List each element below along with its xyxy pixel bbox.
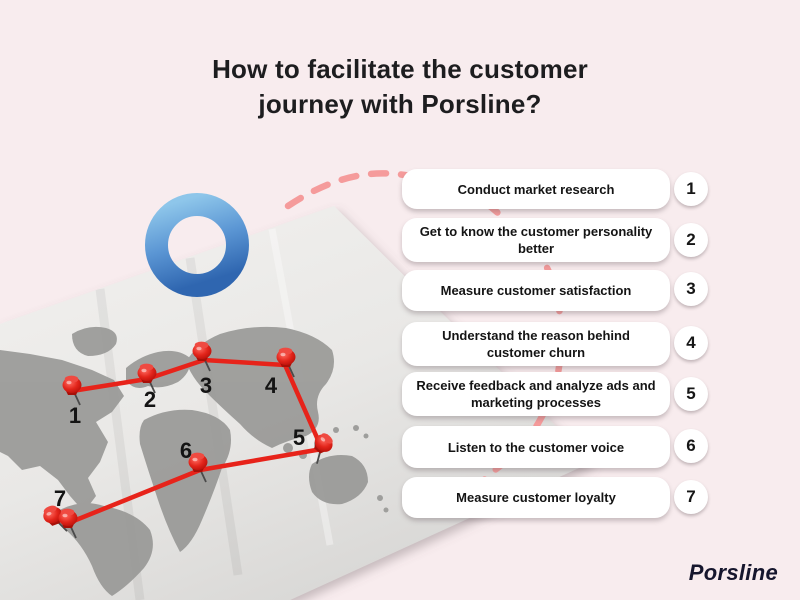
step-label-2: Get to know the customer personality bet… [419, 224, 653, 256]
step-card-4: Understand the reason behind customer ch… [402, 322, 670, 366]
step-number-badge-2: 2 [674, 223, 708, 257]
page-title: How to facilitate the customer journey w… [0, 52, 800, 122]
step-card-6: Listen to the customer voice [402, 426, 670, 468]
blue-ring-icon [145, 193, 249, 297]
map-number-2: 2 [144, 387, 156, 412]
step-number-badge-3: 3 [674, 272, 708, 306]
step-number-badge-7: 7 [674, 480, 708, 514]
map-number-4: 4 [265, 373, 278, 398]
step-card-3: Measure customer satisfaction [402, 270, 670, 311]
step-card-7: Measure customer loyalty [402, 477, 670, 518]
map-number-1: 1 [69, 403, 81, 428]
step-label-7: Measure customer loyalty [456, 490, 616, 505]
step-number-badge-6: 6 [674, 429, 708, 463]
step-label-4: Understand the reason behind customer ch… [442, 328, 630, 360]
step-label-5: Receive feedback and analyze ads and mar… [416, 378, 656, 410]
step-card-1: Conduct market research [402, 169, 670, 209]
map-number-3: 3 [200, 373, 212, 398]
step-card-2: Get to know the customer personality bet… [402, 218, 670, 262]
step-label-6: Listen to the customer voice [447, 439, 625, 455]
step-number-badge-1: 1 [674, 172, 708, 206]
map-pin-numbers: 1 2 3 4 5 6 7 [54, 373, 305, 511]
map-continents [0, 326, 389, 596]
page-title-line2: journey with Porsline? [258, 89, 542, 119]
map-number-7: 7 [54, 486, 66, 511]
step-number-badge-5: 5 [674, 377, 708, 411]
map-number-6: 6 [180, 438, 192, 463]
porsline-logo: Porsline [688, 560, 778, 585]
step-label-3: Measure customer satisfaction [440, 283, 632, 298]
page-title-line1: How to facilitate the customer [212, 54, 588, 84]
map-number-5: 5 [293, 425, 305, 450]
step-number-badge-4: 4 [674, 326, 708, 360]
step-label-1: Conduct market research [457, 181, 615, 197]
step-card-5: Receive feedback and analyze ads and mar… [402, 372, 670, 416]
